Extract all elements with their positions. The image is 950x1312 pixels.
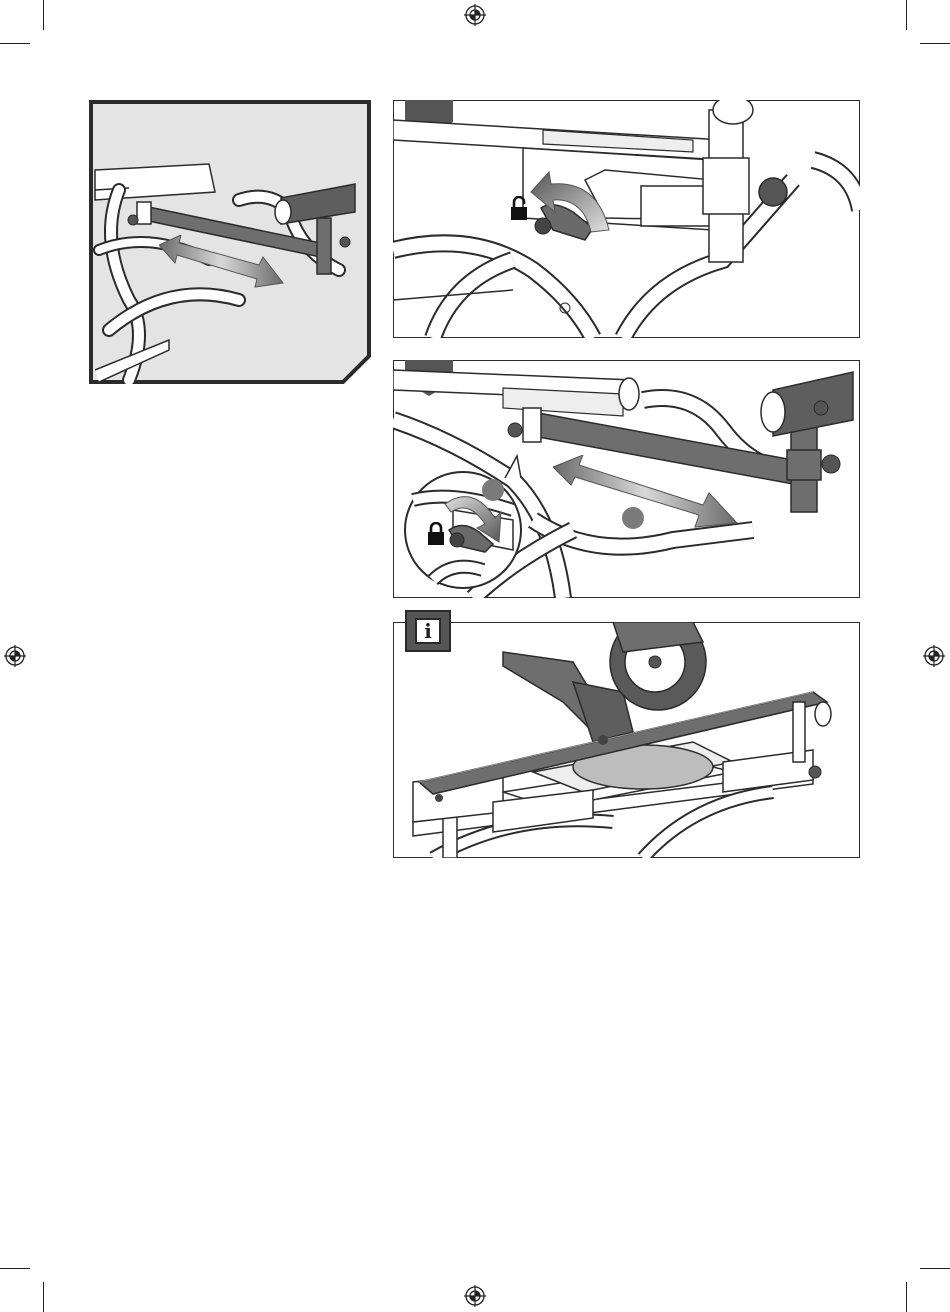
double-arrow-icon bbox=[159, 235, 289, 295]
crop-mark-bl-v bbox=[43, 1282, 44, 1312]
figure-step-extend-and-lock bbox=[393, 360, 860, 598]
unlock-icon bbox=[509, 196, 529, 222]
crop-mark-tr-h bbox=[920, 43, 950, 44]
rotate-arrow-icon bbox=[527, 170, 613, 236]
crop-mark-tr-v bbox=[906, 0, 907, 30]
registration-mark-left bbox=[4, 645, 26, 667]
lock-icon bbox=[427, 522, 445, 546]
rotate-arrow-icon bbox=[443, 488, 503, 544]
crop-mark-br-h bbox=[920, 1268, 950, 1269]
crop-mark-bl-h bbox=[0, 1268, 30, 1269]
double-arrow-icon bbox=[553, 455, 743, 535]
registration-mark-bottom bbox=[464, 1285, 486, 1307]
registration-mark-right bbox=[923, 645, 945, 667]
info-badge-label: i bbox=[415, 618, 441, 644]
registration-mark-top bbox=[464, 4, 486, 26]
crop-mark-tl-v bbox=[43, 0, 44, 30]
figure-overview-extend-arm bbox=[89, 100, 371, 384]
crop-mark-br-v bbox=[906, 1282, 907, 1312]
figure-saw-on-stand-info bbox=[393, 622, 860, 858]
info-icon: i bbox=[405, 610, 451, 652]
figure-step-unlock-lever bbox=[393, 100, 860, 338]
crop-mark-tl-h bbox=[0, 43, 30, 44]
